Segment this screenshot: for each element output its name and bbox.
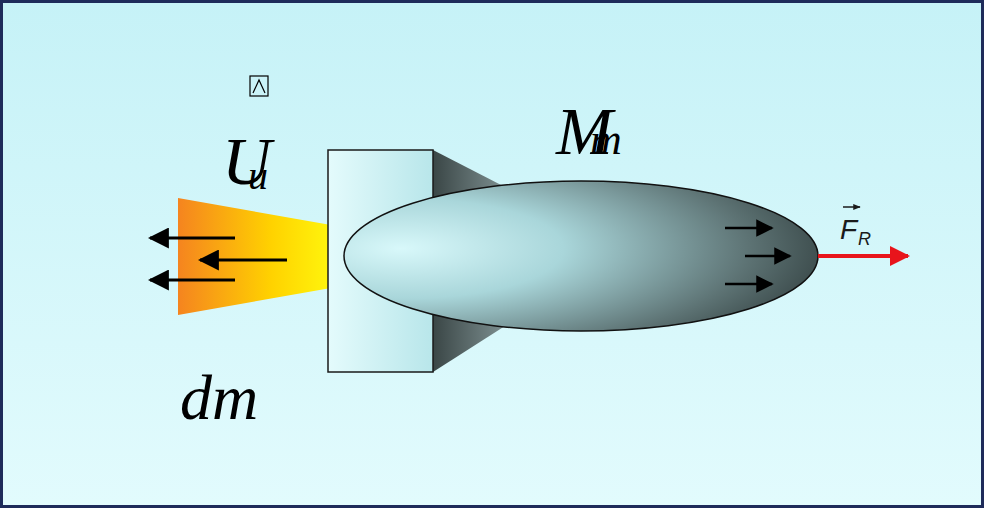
force-label: F xyxy=(840,216,857,244)
exhaust-flame xyxy=(178,198,348,315)
missing-glyph xyxy=(250,76,268,96)
thrust-arrow xyxy=(818,254,908,258)
symbol-label: u xyxy=(248,156,268,196)
vector-arrow xyxy=(843,206,860,208)
symbol-label: m xyxy=(590,118,622,162)
rocket-body xyxy=(344,181,818,331)
symbol-label: dm xyxy=(180,366,258,430)
subscript-label: R xyxy=(858,230,871,248)
